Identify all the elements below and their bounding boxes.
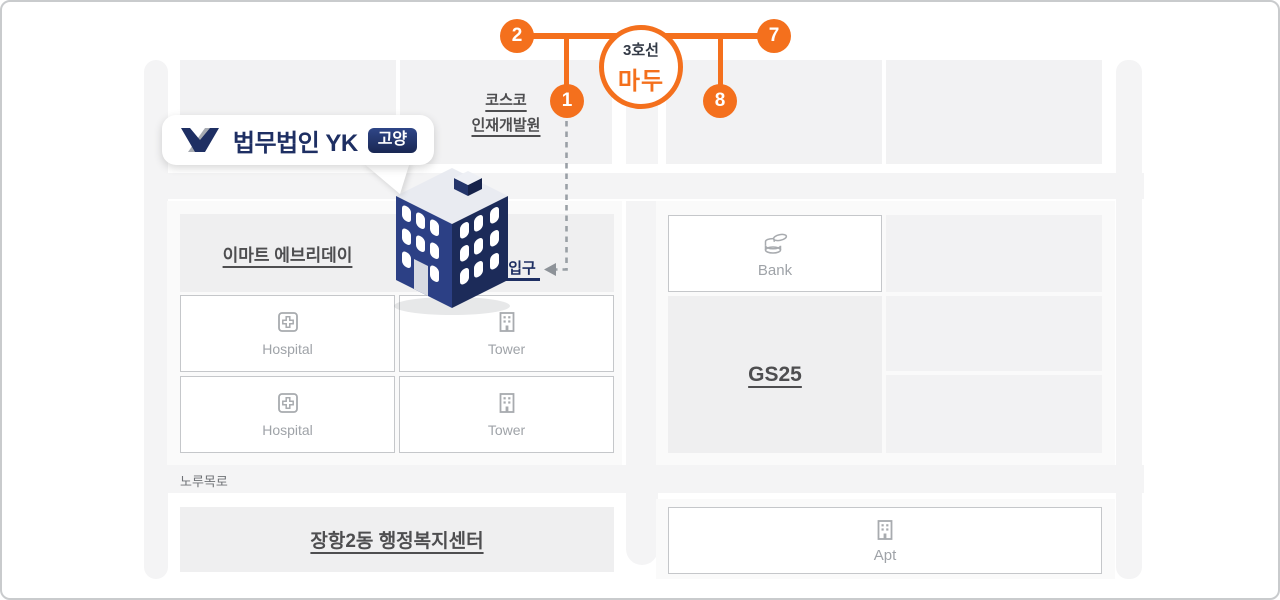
station-line-label: 3호선	[623, 41, 659, 59]
entrance-underline	[504, 278, 540, 281]
exit-7-marker: 7	[757, 19, 791, 53]
branch-badge: 고양	[367, 127, 418, 153]
hospital-box-2: Hospital	[180, 376, 395, 453]
firm-name: 법무법인 YK	[232, 129, 358, 157]
road-name-label: 노루목로	[180, 474, 228, 489]
yk-logo-icon	[180, 128, 219, 152]
road-center-strip-top	[626, 102, 658, 164]
bank-box: Bank	[668, 215, 882, 292]
block-top-right-1	[666, 60, 882, 164]
community-center-label[interactable]: 장항2동 행정복지센터	[310, 531, 484, 552]
office-bubble-tail	[362, 162, 410, 194]
subway-connector-exit1	[564, 36, 569, 101]
block-community-center: 장항2동 행정복지센터	[180, 507, 614, 572]
tower-label: Tower	[487, 422, 526, 438]
road-right-bar	[1116, 60, 1142, 579]
tower-icon	[499, 312, 514, 332]
road-center-strip	[626, 201, 658, 565]
apt-box: Apt	[668, 507, 1102, 574]
tower-box-2: Tower	[399, 376, 614, 453]
kosco-label-line1[interactable]: 코스코	[485, 92, 527, 109]
office-building-illustration	[394, 168, 510, 315]
exit-2-marker: 2	[500, 19, 534, 53]
block-right-col-2	[886, 296, 1102, 371]
station-name: 마두	[617, 67, 665, 95]
hospital-label: Hospital	[262, 341, 313, 357]
kosco-label-line2[interactable]: 인재개발원	[471, 117, 541, 134]
tower-label: Tower	[487, 341, 526, 357]
bank-label: Bank	[757, 261, 793, 279]
hospital-label: Hospital	[262, 422, 313, 438]
apt-icon	[877, 519, 893, 540]
road-norumok-band	[144, 465, 1144, 493]
subway-connector-exit8	[718, 36, 723, 101]
apt-label: Apt	[873, 546, 897, 564]
exit-8-marker: 8	[703, 84, 737, 118]
emart-label[interactable]: 이마트 에브리데이	[222, 245, 353, 265]
tower-icon	[499, 393, 514, 413]
hospital-icon	[277, 312, 298, 332]
gs25-label[interactable]: GS25	[748, 362, 802, 386]
exit-1-marker: 1	[550, 84, 584, 118]
station-badge: 3호선 마두	[599, 25, 683, 109]
office-marker-bubble[interactable]: 법무법인 YK 고양	[162, 115, 434, 165]
block-right-col-1	[886, 215, 1102, 292]
block-gs25: GS25	[668, 296, 882, 453]
block-top-right-2	[886, 60, 1102, 164]
tower-box-1: Tower	[399, 295, 614, 372]
bank-coins-icon	[764, 233, 788, 254]
block-right-col-3	[886, 375, 1102, 453]
road-horizontal-band	[144, 173, 1144, 199]
hospital-icon	[277, 393, 298, 413]
hospital-box-1: Hospital	[180, 295, 395, 372]
entrance-label: 입구	[508, 260, 536, 277]
